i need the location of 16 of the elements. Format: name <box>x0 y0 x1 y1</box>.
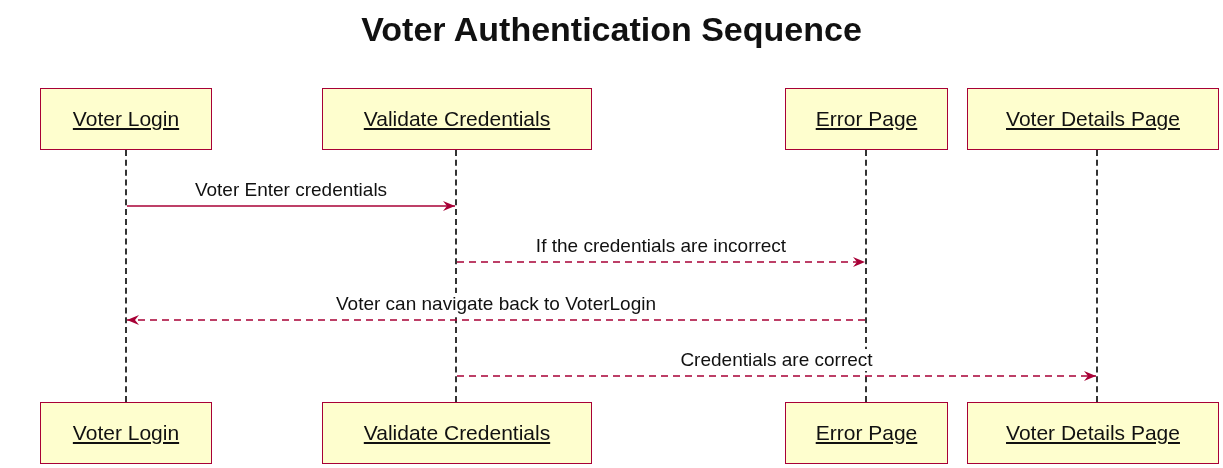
participant-box: Voter Login <box>40 402 212 464</box>
participant-box: Validate Credentials <box>322 402 592 464</box>
message-arrow <box>456 257 866 267</box>
participant-box: Error Page <box>785 88 948 150</box>
participant-box: Validate Credentials <box>322 88 592 150</box>
lifeline <box>125 150 127 402</box>
participant-box: Voter Login <box>40 88 212 150</box>
message-arrow <box>126 315 866 325</box>
message-arrow <box>126 201 456 211</box>
lifeline <box>1096 150 1098 402</box>
participant-box: Voter Details Page <box>967 88 1219 150</box>
diagram-title: Voter Authentication Sequence <box>360 10 863 49</box>
edge-label: Credentials are correct <box>678 349 875 371</box>
message-arrow <box>456 371 1097 381</box>
participant-box: Voter Details Page <box>967 402 1219 464</box>
participant-box: Error Page <box>785 402 948 464</box>
